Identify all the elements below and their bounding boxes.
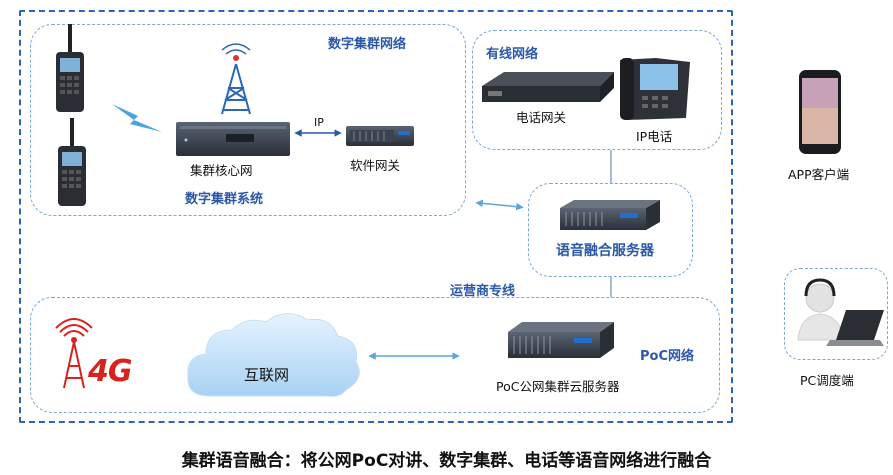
radio-tower-icon — [221, 43, 251, 115]
app-client-label: APP客户端 — [788, 167, 850, 182]
poc-server-icon — [508, 322, 614, 358]
trunk-core-device-icon — [176, 122, 290, 156]
main-frame — [19, 10, 733, 423]
pc-dispatch-label: PC调度端 — [800, 373, 854, 388]
digital-trunk-network-label: 数字集群网络 — [328, 37, 407, 52]
digital-trunk-system-label: 数字集群系统 — [185, 192, 264, 207]
wired-network-label: 有线网络 — [486, 47, 539, 62]
phone-gateway-label: 电话网关 — [516, 110, 567, 125]
soft-gateway-server-icon — [346, 126, 414, 146]
diagram-caption: 集群语音融合：将公网PoC对讲、数字集群、电话等语音网络进行融合 — [181, 451, 712, 471]
wireless-signal-icon — [112, 104, 162, 132]
voice-server-box — [528, 183, 693, 277]
ip-link-label: IP — [314, 116, 324, 129]
poc-network-box — [30, 297, 720, 413]
walkie-talkie-icon — [56, 24, 84, 112]
internet-label: 互联网 — [244, 366, 290, 384]
ip-phone-label: IP电话 — [636, 129, 673, 144]
wired-network-box — [472, 30, 722, 150]
trunk-core-label: 集群核心网 — [190, 163, 253, 178]
digital-trunk-network-box — [30, 24, 466, 216]
cloud-icon — [187, 313, 360, 397]
four-g-text: 4G — [88, 354, 132, 389]
smartphone-icon — [799, 70, 841, 154]
walkie-talkie-icon — [58, 118, 86, 206]
poc-network-label: PoC网络 — [640, 349, 694, 364]
voice-server-icon — [560, 200, 660, 230]
pc-dispatch-box — [784, 268, 888, 360]
ip-phone-icon — [620, 58, 690, 120]
voice-server-label: 语音融合服务器 — [556, 243, 654, 259]
phone-gateway-icon — [482, 72, 614, 102]
poc-server-label: PoC公网集群云服务器 — [496, 379, 620, 394]
carrier-line-label: 运营商专线 — [450, 284, 516, 299]
trunk-to-server-arrow — [475, 199, 524, 211]
four-g-logo-icon — [55, 318, 93, 389]
soft-gateway-label: 软件网关 — [350, 158, 401, 173]
pc-operator-icon — [797, 278, 884, 346]
